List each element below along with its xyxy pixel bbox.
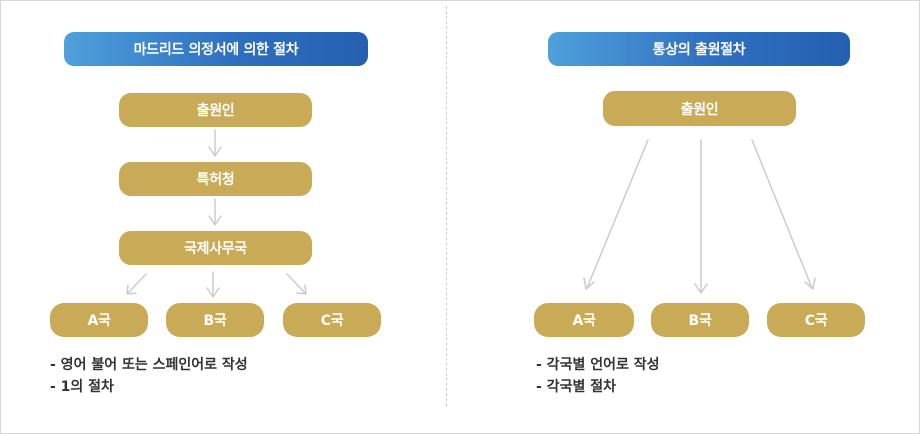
right-country-b-node: B국 bbox=[651, 303, 749, 337]
arrow-bureau-to-c bbox=[286, 273, 306, 294]
left-note-item: - 영어 불어 또는 스페인어로 작성 bbox=[50, 357, 248, 373]
right-applicant-node: 출원인 bbox=[603, 91, 796, 126]
right-country-a-node: A국 bbox=[534, 303, 634, 337]
right-country-c-node: C국 bbox=[767, 303, 865, 337]
arrow-bureau-to-a bbox=[127, 273, 147, 294]
international-bureau-node: 국제사무국 bbox=[119, 231, 312, 265]
arrow-applicant-to-c bbox=[751, 139, 813, 289]
arrow-applicant-to-a bbox=[586, 139, 649, 289]
left-note-item: - 1의 절차 bbox=[50, 379, 114, 395]
patent-office-node: 특허청 bbox=[119, 162, 312, 196]
left-notes-list: - 영어 불어 또는 스페인어로 작성 - 1의 절차 bbox=[50, 354, 248, 398]
madrid-protocol-title: 마드리드 의정서에 의한 절차 bbox=[64, 32, 368, 66]
arrow-head-icon bbox=[206, 287, 220, 298]
right-notes-list: - 각국별 언어로 작성 - 각국별 절차 bbox=[536, 354, 659, 398]
arrow-head-icon bbox=[208, 146, 222, 157]
left-country-b-node: B국 bbox=[166, 303, 264, 337]
arrow-head-icon bbox=[694, 283, 708, 294]
arrow-head-icon bbox=[296, 284, 307, 295]
left-country-c-node: C국 bbox=[283, 303, 381, 337]
arrow-head-icon bbox=[804, 277, 816, 290]
left-country-a-node: A국 bbox=[50, 303, 148, 337]
left-applicant-node: 출원인 bbox=[119, 93, 312, 127]
arrow-head-icon bbox=[208, 215, 222, 226]
normal-filing-title: 통상의 출원절차 bbox=[548, 32, 850, 66]
arrow-head-icon bbox=[126, 284, 137, 295]
right-note-item: - 각국별 절차 bbox=[536, 379, 616, 395]
section-divider bbox=[446, 6, 447, 406]
arrow-head-icon bbox=[583, 277, 595, 290]
right-note-item: - 각국별 언어로 작성 bbox=[536, 357, 660, 373]
